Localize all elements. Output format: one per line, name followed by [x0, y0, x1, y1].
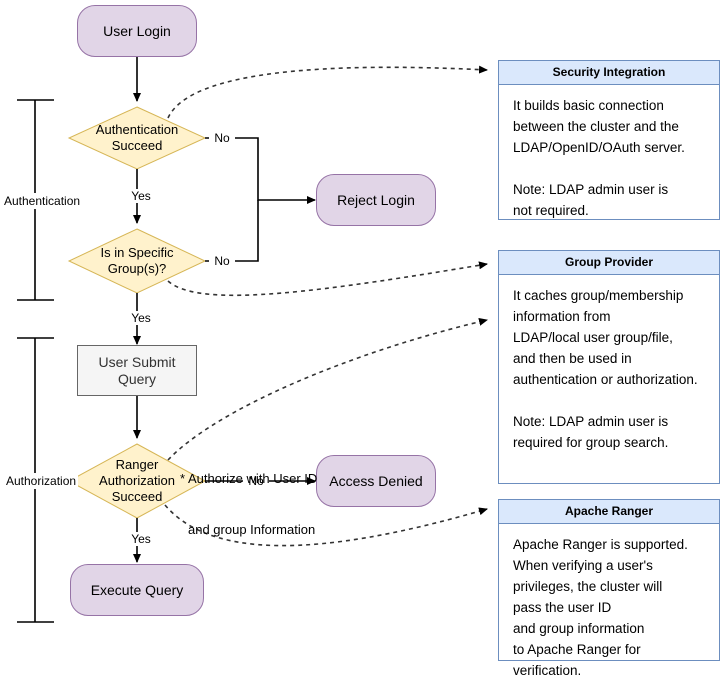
node-access-denied[interactable]: Access Denied — [316, 455, 436, 507]
dotted-auth-to-security-integration — [167, 65, 488, 119]
callout-group-provider-title: Group Provider — [499, 251, 719, 275]
node-ranger-authorization-label-2: Authorization — [99, 473, 175, 488]
node-is-in-specific-group-label-2: Group(s)? — [107, 261, 167, 276]
edge-group-no — [205, 200, 259, 262]
node-execute-query-label: Execute Query — [90, 581, 184, 598]
callout-apache-ranger-title: Apache Ranger — [499, 500, 719, 524]
node-ranger-authorization-label-3: Succeed — [111, 489, 163, 504]
callout-group-provider-body: It caches group/membership information f… — [513, 288, 698, 450]
edge-label-ranger-no: No — [243, 474, 269, 488]
edge-label-ranger-yes: Yes — [126, 532, 156, 546]
node-user-submit-query[interactable]: User Submit Query — [77, 345, 197, 396]
node-execute-query[interactable]: Execute Query — [70, 564, 204, 616]
node-authentication-succeed[interactable]: Authentication Succeed — [69, 107, 205, 169]
node-user-login[interactable]: User Login — [77, 5, 197, 57]
node-ranger-authorization-label-1: Ranger — [115, 457, 159, 472]
node-user-login-label: User Login — [103, 22, 171, 39]
flowchart-canvas: User Login Authentication Succeed Reject… — [2, 5, 720, 678]
callout-security-integration-body: It builds basic connection between the c… — [513, 98, 685, 218]
node-reject-login[interactable]: Reject Login — [316, 174, 436, 226]
edge-label-auth-no: No — [209, 131, 235, 145]
dotted-group-to-group-provider — [167, 261, 488, 297]
node-user-submit-query-label: User Submit Query — [98, 353, 176, 387]
annotation-authorize-note: * Authorize with User ID and group Infor… — [180, 436, 317, 572]
callout-apache-ranger-body: Apache Ranger is supported. When verifyi… — [513, 537, 688, 678]
node-is-in-specific-group[interactable]: Is in Specific Group(s)? — [69, 229, 205, 293]
node-reject-login-label: Reject Login — [337, 191, 415, 208]
edge-label-auth-yes: Yes — [126, 189, 156, 203]
bracket-label-authorization: Authorization — [4, 473, 79, 489]
annotation-authorize-note-line-1: * Authorize with User ID — [180, 471, 318, 486]
edge-label-group-no: No — [209, 254, 235, 268]
node-authentication-succeed-label-2: Succeed — [111, 138, 163, 153]
node-ranger-authorization-succeed[interactable]: Ranger Authorization Succeed — [69, 444, 205, 518]
callout-group-provider: Group Provider It caches group/membershi… — [498, 250, 720, 484]
node-authentication-succeed-label-1: Authentication — [95, 122, 179, 137]
node-access-denied-label: Access Denied — [329, 472, 423, 489]
annotation-authorize-note-line-2: and group Information — [188, 522, 316, 537]
callout-security-integration-title: Security Integration — [499, 61, 719, 85]
edge-auth-no — [205, 137, 316, 204]
callout-security-integration: Security Integration It builds basic con… — [498, 60, 720, 220]
edge-label-group-yes: Yes — [126, 311, 156, 325]
node-is-in-specific-group-label-1: Is in Specific — [100, 245, 174, 260]
callout-apache-ranger: Apache Ranger Apache Ranger is supported… — [498, 499, 720, 678]
bracket-label-authentication: Authentication — [2, 193, 83, 209]
